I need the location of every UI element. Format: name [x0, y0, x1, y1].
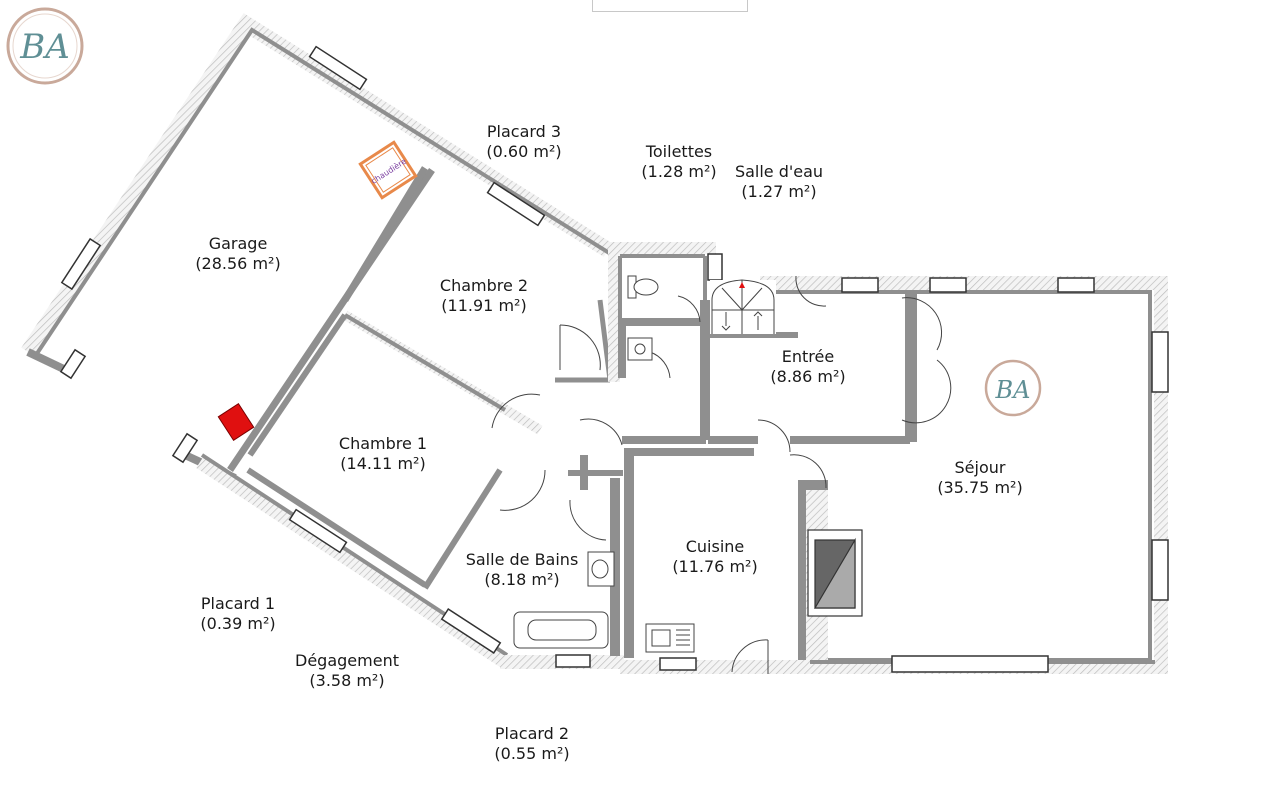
- room-degagement: Dégagement (3.58 m²): [295, 651, 399, 691]
- room-area: (28.56 m²): [195, 254, 281, 273]
- room-name: Cuisine: [685, 537, 745, 556]
- bathtub: [513, 611, 609, 649]
- room-salle-bains: Salle de Bains (8.18 m²): [466, 550, 579, 590]
- room-garage: Garage (28.56 m²): [195, 234, 280, 274]
- boiler-fixture: chaudière: [358, 140, 418, 200]
- room-area: (1.27 m²): [741, 182, 817, 201]
- room-name: Entrée: [781, 347, 835, 366]
- room-area: (3.58 m²): [309, 671, 385, 690]
- room-name: Dégagement: [295, 651, 399, 670]
- room-name: Salle de Bains: [465, 550, 579, 569]
- doors: [491, 275, 952, 674]
- room-area: (0.55 m²): [494, 744, 570, 763]
- brand-logo: BA: [6, 7, 84, 85]
- top-tab: [592, 0, 748, 12]
- windows: [59, 45, 1169, 673]
- room-name: Placard 2: [494, 724, 570, 743]
- walls-internal-diagonal: [227, 166, 613, 590]
- room-name: Garage: [208, 234, 268, 253]
- room-area: (8.86 m²): [770, 367, 846, 386]
- kitchen-sink: [645, 623, 695, 653]
- room-toilettes: Toilettes (1.28 m²): [641, 142, 716, 182]
- watermark-letters: BA: [995, 376, 1031, 404]
- room-name: Chambre 1: [338, 434, 428, 453]
- room-area: (0.60 m²): [486, 142, 562, 161]
- room-placard2: Placard 2 (0.55 m²): [494, 724, 569, 764]
- room-area: (11.91 m²): [441, 296, 527, 315]
- room-sejour: Séjour (35.75 m²): [937, 458, 1022, 498]
- room-area: (8.18 m²): [484, 570, 560, 589]
- electrical-panel: [217, 403, 255, 441]
- fireplace-fixture: [807, 529, 863, 617]
- wall-garage: [21, 13, 616, 482]
- room-chambre2: Chambre 2 (11.91 m²): [440, 276, 528, 316]
- watermark-logo: BA: [984, 359, 1042, 417]
- room-placard1: Placard 1 (0.39 m²): [200, 594, 275, 634]
- staircase: [710, 279, 776, 334]
- sink-fixture: [627, 337, 653, 361]
- room-name: Placard 3: [486, 122, 562, 141]
- room-area: (0.39 m²): [200, 614, 276, 633]
- room-area: (14.11 m²): [340, 454, 426, 473]
- room-name: Salle d'eau: [734, 162, 824, 181]
- room-name: Placard 1: [200, 594, 276, 613]
- bathroom-sink: [587, 551, 615, 587]
- room-area: (35.75 m²): [937, 478, 1023, 497]
- room-placard3: Placard 3 (0.60 m²): [486, 122, 561, 162]
- room-cuisine: Cuisine (11.76 m²): [672, 537, 757, 577]
- room-salle-eau: Salle d'eau (1.27 m²): [735, 162, 823, 202]
- room-area: (1.28 m²): [641, 162, 717, 181]
- room-area: (11.76 m²): [672, 557, 758, 576]
- logo-letters: BA: [19, 27, 70, 67]
- toilet-fixture: [627, 275, 659, 299]
- room-name: Chambre 2: [439, 276, 529, 295]
- room-name: Toilettes: [645, 142, 713, 161]
- room-name: Séjour: [954, 458, 1006, 477]
- room-entree: Entrée (8.86 m²): [770, 347, 845, 387]
- room-chambre1: Chambre 1 (14.11 m²): [339, 434, 427, 474]
